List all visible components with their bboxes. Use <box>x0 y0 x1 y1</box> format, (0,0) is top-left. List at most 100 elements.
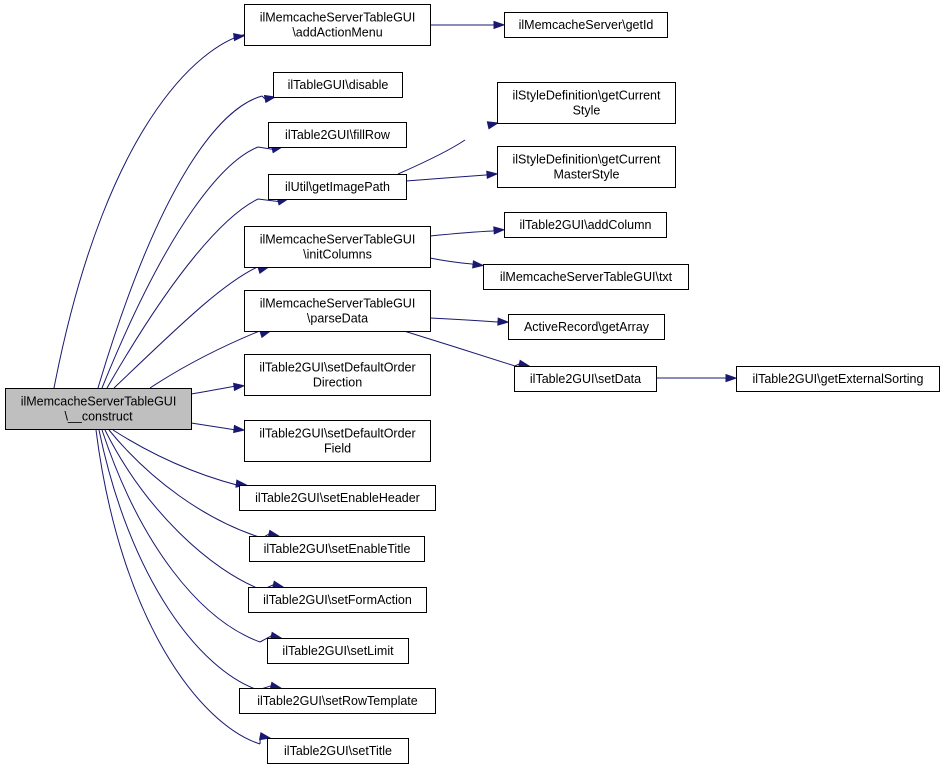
node-box <box>268 174 407 200</box>
node-label-line: ilMemcacheServerTableGUI <box>260 233 416 247</box>
edge-add-action-menu-to-get-id <box>430 20 506 30</box>
node-box <box>239 485 436 511</box>
node-root[interactable]: ilMemcacheServerTableGUI\__construct <box>5 388 192 430</box>
node-box <box>273 72 403 98</box>
node-label-line: ilTableGUI\disable <box>288 78 389 92</box>
node-set-title[interactable]: ilTable2GUI\setTitle <box>267 738 409 764</box>
edge-line <box>429 230 494 237</box>
node-set-enable-title[interactable]: ilTable2GUI\setEnableTitle <box>249 536 425 562</box>
edge-line <box>97 95 263 389</box>
edge-line-end <box>492 229 495 232</box>
node-set-limit[interactable]: ilTable2GUI\setLimit <box>267 638 409 664</box>
edge-get-image-path-to-get-current-master-style <box>405 170 499 182</box>
node-set-row-template[interactable]: ilTable2GUI\setRowTemplate <box>239 688 436 714</box>
node-box <box>239 688 436 714</box>
node-get-external-sorting[interactable]: ilTable2GUI\getExternalSorting <box>736 366 940 392</box>
edge-get-image-path-to-get-current-style <box>397 121 501 175</box>
edge-line <box>108 429 263 539</box>
node-label-line: ilStyleDefinition\getCurrent <box>513 153 662 167</box>
edge-line <box>101 429 261 643</box>
node-box <box>244 354 431 396</box>
node-add-action-menu[interactable]: ilMemcacheServerTableGUI\addActionMenu <box>244 4 431 46</box>
edge-parse-data-to-get-array <box>429 317 510 326</box>
node-label-line: ilTable2GUI\setFormAction <box>263 593 412 607</box>
edge-line <box>397 139 466 175</box>
node-label-line: ilTable2GUI\setLimit <box>282 644 394 658</box>
node-get-image-path[interactable]: ilUtil\getImagePath <box>268 174 407 200</box>
node-add-column[interactable]: ilTable2GUI\addColumn <box>504 212 667 238</box>
node-txt[interactable]: ilMemcacheServerTableGUI\txt <box>483 264 689 290</box>
node-box <box>244 226 431 268</box>
node-label-line: ilTable2GUI\setDefaultOrder <box>259 361 415 375</box>
node-box <box>736 366 940 392</box>
node-box <box>244 4 431 46</box>
edge-root-to-add-action-menu <box>53 32 249 389</box>
node-fill-row[interactable]: ilTable2GUI\fillRow <box>268 122 407 148</box>
edge-set-data-to-get-external-sorting <box>655 373 738 383</box>
node-set-enable-header[interactable]: ilTable2GUI\setEnableHeader <box>239 485 436 511</box>
node-set-data[interactable]: ilTable2GUI\setData <box>514 366 657 392</box>
node-get-id[interactable]: ilMemcacheServer\getId <box>504 12 668 38</box>
nodes-layer: ilMemcacheServerTableGUI\__constructilMe… <box>5 4 940 764</box>
edge-line <box>106 198 259 389</box>
node-box <box>244 290 431 332</box>
node-box <box>268 122 407 148</box>
edge-line <box>104 429 263 591</box>
arrowhead <box>493 226 506 235</box>
edge-line-end <box>259 635 272 643</box>
node-label-line: ilTable2GUI\getExternalSorting <box>753 372 924 386</box>
node-box <box>504 212 667 238</box>
edge-line <box>101 146 259 389</box>
edge-init-columns-to-add-column <box>429 226 506 237</box>
node-label-line: ilMemcacheServerTableGUI <box>21 395 177 409</box>
edge-line <box>405 174 487 182</box>
edge-root-to-disable <box>97 94 277 389</box>
node-box <box>504 12 668 38</box>
node-label-line: ilTable2GUI\setData <box>530 372 641 386</box>
edge-parse-data-to-set-data <box>403 330 531 368</box>
node-label-line: ilUtil\getImagePath <box>285 180 390 194</box>
node-label-line: ilTable2GUI\fillRow <box>285 128 391 142</box>
arrowhead <box>497 317 510 326</box>
arrowhead <box>725 373 738 383</box>
node-set-form-action[interactable]: ilTable2GUI\setFormAction <box>248 587 427 613</box>
edge-line <box>429 257 473 265</box>
node-label-line: ilMemcacheServerTableGUI\txt <box>500 270 673 284</box>
edge-root-to-set-default-order-field <box>190 422 246 434</box>
node-label-line: ilTable2GUI\addColumn <box>519 218 651 232</box>
node-parse-data[interactable]: ilMemcacheServerTableGUI\parseData <box>244 290 431 332</box>
edge-line <box>53 33 249 389</box>
edge-line <box>190 422 237 431</box>
edge-line-end <box>261 95 266 100</box>
edge-root-to-set-enable-header <box>112 429 259 491</box>
edge-line-end <box>514 363 520 367</box>
edge-line <box>98 429 259 691</box>
node-box <box>514 366 657 392</box>
node-box <box>249 536 425 562</box>
edge-line <box>403 330 516 367</box>
node-label-line: MasterStyle <box>554 168 620 182</box>
arrowhead <box>259 731 272 741</box>
node-disable[interactable]: ilTableGUI\disable <box>273 72 403 98</box>
node-get-array[interactable]: ActiveRecord\getArray <box>508 314 665 340</box>
node-label-line: Field <box>324 442 351 456</box>
node-label-line: ilTable2GUI\setDefaultOrder <box>259 427 415 441</box>
node-init-columns[interactable]: ilMemcacheServerTableGUI\initColumns <box>244 226 431 268</box>
node-box <box>497 82 676 124</box>
node-box <box>508 314 665 340</box>
node-label-line: Style <box>573 104 601 118</box>
node-box <box>497 146 676 188</box>
edge-root-to-set-title <box>95 429 272 745</box>
node-label-line: Direction <box>313 376 362 390</box>
edge-line-end <box>233 385 237 388</box>
node-label-line: ilMemcacheServerTableGUI <box>260 297 416 311</box>
arrowhead <box>486 170 499 179</box>
node-label-line: ilStyleDefinition\getCurrent <box>513 89 662 103</box>
node-box <box>483 264 689 290</box>
node-box <box>244 420 431 462</box>
